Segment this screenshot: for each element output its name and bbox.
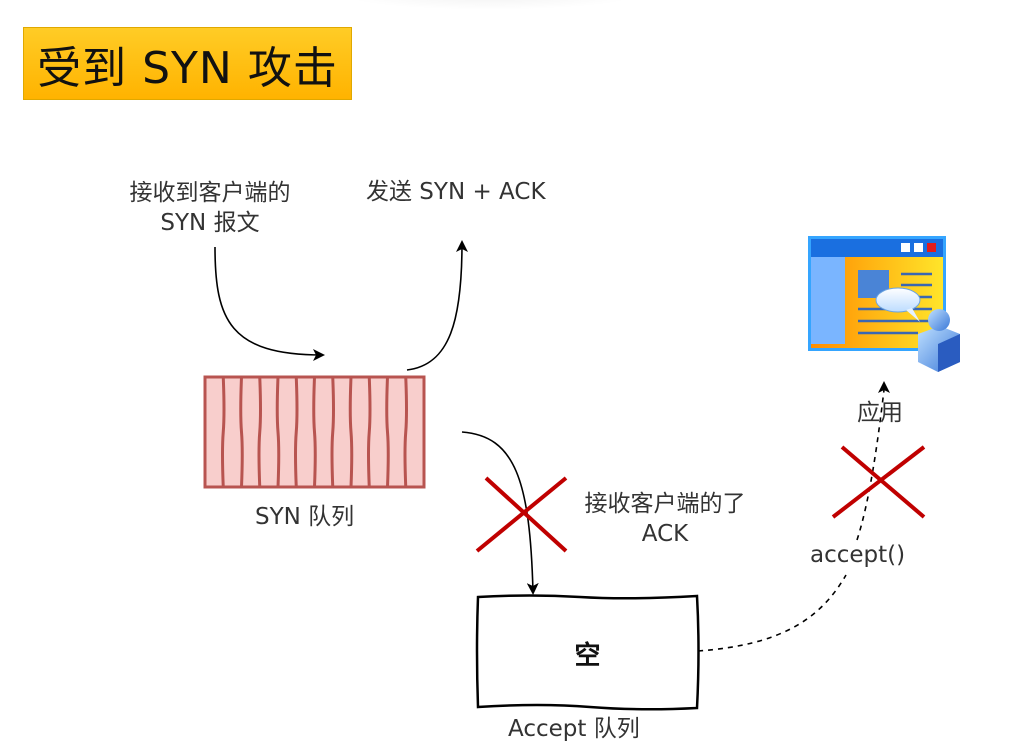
receive-syn-line2: SYN 报文 bbox=[160, 210, 260, 236]
send-syn-ack-arrow bbox=[406, 240, 468, 371]
syn-queue-label: SYN 队列 bbox=[255, 504, 355, 530]
syn-queue-slot-divider bbox=[367, 376, 372, 488]
syn-queue-slot-divider bbox=[257, 376, 262, 488]
syn-queue-slot-divider bbox=[403, 376, 408, 488]
blocked-accept-cross-icon bbox=[831, 445, 926, 519]
title-banner: 受到 SYN 攻击 bbox=[23, 27, 352, 100]
syn-queue-slot-divider bbox=[294, 376, 299, 488]
syn-queue-slot-divider bbox=[239, 376, 244, 488]
application-label: 应用 bbox=[857, 400, 903, 426]
title-text: 受到 SYN 攻击 bbox=[37, 42, 338, 94]
top-shadow bbox=[340, 0, 640, 10]
accept-call-arrow-upper bbox=[856, 389, 885, 541]
blocked-ack-cross-icon bbox=[475, 476, 568, 553]
syn-queue-slot-divider bbox=[385, 376, 390, 488]
syn-queue bbox=[203, 375, 426, 489]
accept-queue-label: Accept 队列 bbox=[508, 716, 640, 742]
application-window-user-icon bbox=[808, 236, 960, 372]
syn-queue-slot-divider bbox=[221, 376, 226, 488]
syn-queue-slot-divider bbox=[312, 376, 317, 488]
accept-queue bbox=[475, 594, 700, 711]
accept-call-label: accept() bbox=[810, 542, 906, 568]
receive-syn-arrow bbox=[214, 246, 325, 361]
ack-arrow bbox=[461, 431, 539, 595]
send-syn-ack-label: 发送 SYN + ACK bbox=[366, 179, 546, 205]
receive-ack-line1: 接收客户端的了 bbox=[584, 491, 746, 517]
receive-ack-line2: ACK bbox=[641, 521, 689, 547]
receive-syn-line1: 接收到客户端的 bbox=[129, 180, 291, 206]
receive-ack-label: 接收客户端的了 ACK bbox=[555, 489, 775, 549]
accept-arrowhead bbox=[878, 381, 890, 393]
accept-queue-content: 空 bbox=[574, 640, 601, 671]
syn-queue-slot-divider bbox=[348, 376, 354, 488]
syn-queue-slot-divider bbox=[275, 376, 281, 488]
syn-queue-slot-divider bbox=[330, 376, 335, 488]
accept-call-arrow bbox=[697, 574, 847, 652]
receive-syn-label: 接收到客户端的 SYN 报文 bbox=[100, 178, 320, 238]
